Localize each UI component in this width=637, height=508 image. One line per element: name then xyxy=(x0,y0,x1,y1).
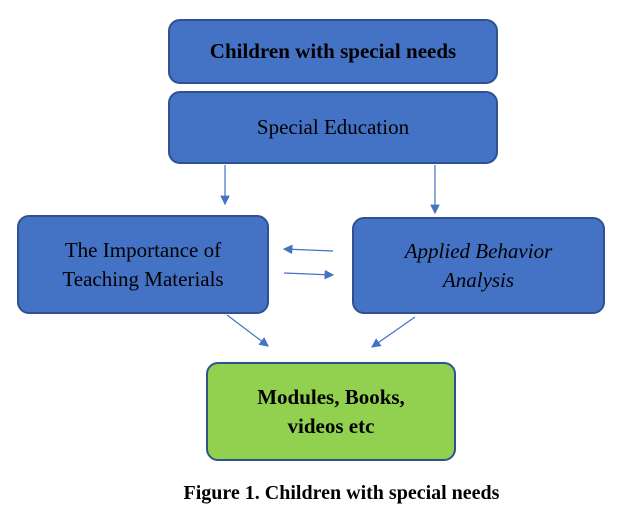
arrow-teaching-to-modules xyxy=(226,314,269,347)
node-label: Modules, Books, videos etc xyxy=(257,384,405,438)
arrow-aba-to-teaching xyxy=(282,244,334,255)
node-label: Children with special needs xyxy=(209,39,457,63)
node-label: Special Education xyxy=(256,115,410,139)
arrow-teaching-to-aba xyxy=(283,269,335,280)
arrow-aba-to-modules xyxy=(371,316,416,348)
node-teaching-materials: The Importance of Teaching Materials xyxy=(17,215,269,314)
node-label: The Importance of Teaching Materials xyxy=(62,237,224,291)
node-children-special-needs: Children with special needs xyxy=(168,19,498,84)
node-modules-books-videos: Modules, Books, videos etc xyxy=(206,362,456,461)
node-special-education: Special Education xyxy=(168,91,498,164)
node-label: Applied Behavior Analysis xyxy=(404,238,553,292)
node-applied-behavior-analysis: Applied Behavior Analysis xyxy=(352,217,605,314)
figure-caption: Figure 1. Children with special needs xyxy=(183,482,500,504)
